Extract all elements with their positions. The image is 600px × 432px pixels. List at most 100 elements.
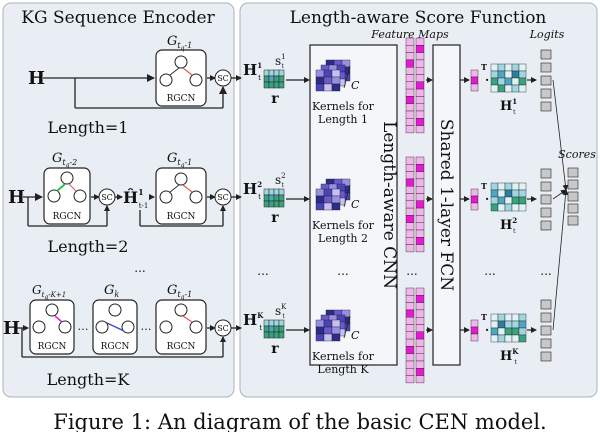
- c-label-2: C: [351, 198, 360, 211]
- feature-cell: [415, 45, 425, 53]
- feature-cell: [415, 103, 425, 112]
- matrix-cell: [518, 334, 527, 343]
- graph-label-2a: Gtq-2: [52, 151, 77, 169]
- svg-text:...: ...: [337, 264, 348, 278]
- feature-maps: [405, 37, 433, 384]
- svg-text:·: ·: [485, 323, 489, 337]
- r-label-1: r: [271, 91, 279, 107]
- matrix-cell: [490, 320, 499, 329]
- svg-text:SC: SC: [217, 74, 229, 83]
- e-cell: [263, 75, 270, 83]
- logit-box: [540, 299, 552, 310]
- matrix-cell: [518, 189, 527, 198]
- feature-cell: [415, 125, 425, 134]
- feature-cell: [415, 74, 425, 83]
- matrix-cell: [518, 327, 527, 336]
- rgcn-label-1: RGCN: [167, 94, 196, 104]
- kernel-length-3: Length K: [317, 363, 369, 376]
- matrix-cell: [490, 70, 499, 79]
- s-cell: [268, 69, 275, 77]
- logit-box: [540, 194, 552, 205]
- kernel-cell: [315, 188, 325, 197]
- kernel-cell: [323, 195, 333, 204]
- graph-box-2b: [155, 167, 207, 225]
- kernel-cell: [323, 326, 333, 335]
- kernel-cell: [331, 333, 341, 342]
- svg-text:...: ...: [257, 264, 268, 278]
- fcn-out-cell: [470, 326, 479, 335]
- length-eq-1: Length=1: [48, 118, 129, 137]
- s-cell: [273, 319, 280, 327]
- feature-cell: [415, 207, 425, 216]
- fcn-label: Shared 1-layer FCN: [436, 119, 456, 291]
- kernel-cell: [331, 76, 341, 85]
- score-box: [567, 179, 579, 190]
- feature-cell: [405, 368, 415, 376]
- feature-cell: [405, 193, 415, 202]
- feature-cell: [405, 229, 415, 238]
- matrix-cell: [504, 320, 513, 329]
- logit-box: [540, 88, 552, 99]
- matrix-cell: [497, 203, 506, 212]
- feature-cell: [405, 96, 415, 104]
- kernel-cell: [331, 195, 341, 204]
- svg-text:SC: SC: [217, 193, 229, 202]
- matrix-cell: [518, 84, 527, 93]
- matrix-cell: [504, 63, 513, 72]
- matrix-cell: [504, 334, 513, 343]
- feature-cell: [415, 346, 425, 354]
- matrix-cell: [511, 327, 520, 336]
- matrix-cell: [518, 313, 527, 322]
- kernel-cell: [331, 202, 341, 211]
- s-cell: [263, 69, 270, 77]
- feature-cell: [415, 302, 425, 311]
- transpose-1: T: [481, 62, 487, 72]
- c-label-3: C: [351, 329, 360, 342]
- matrix-cell: [497, 182, 506, 191]
- matrix-cell: [504, 77, 513, 86]
- s-cell: [273, 69, 280, 77]
- scores-label: Scores: [558, 148, 596, 161]
- logit-box: [540, 101, 552, 112]
- s-cell: [278, 69, 285, 77]
- fcn-out-cell: [470, 188, 479, 197]
- logit-box: [540, 220, 552, 231]
- svg-text:…: …: [78, 320, 89, 333]
- r-label-3: r: [271, 341, 279, 357]
- feature-cell: [405, 353, 415, 362]
- feature-cell: [415, 317, 425, 325]
- matrix-cell: [511, 182, 520, 191]
- feature-cell: [415, 66, 425, 75]
- feature-cell: [415, 37, 425, 46]
- feature-cell: [405, 360, 415, 369]
- matrix-cell: [511, 189, 520, 198]
- score-title: Length-aware Score Function: [290, 8, 547, 28]
- logit-box: [540, 312, 552, 323]
- kernel-cell: [331, 326, 341, 335]
- matrix-cell: [497, 84, 506, 93]
- feature-cell: [405, 88, 415, 97]
- matrix-cell: [497, 196, 506, 205]
- feature-cell: [415, 215, 425, 223]
- e-cell: [263, 194, 270, 202]
- feature-cell: [405, 200, 415, 209]
- svg-text:RGCN: RGCN: [38, 342, 67, 352]
- transpose-3: T: [481, 312, 487, 322]
- matrix-cell: [511, 84, 520, 93]
- feature-cell: [405, 331, 415, 340]
- feature-cell: [415, 360, 425, 369]
- matrix-cell: [518, 203, 527, 212]
- graph-box-1: [155, 49, 207, 107]
- kernel-cell: [315, 195, 325, 204]
- matrix-cell: [518, 196, 527, 205]
- logit-box: [540, 181, 552, 192]
- score-box: [567, 167, 579, 178]
- feature-cell: [405, 237, 415, 245]
- kernel-cell: [331, 83, 341, 92]
